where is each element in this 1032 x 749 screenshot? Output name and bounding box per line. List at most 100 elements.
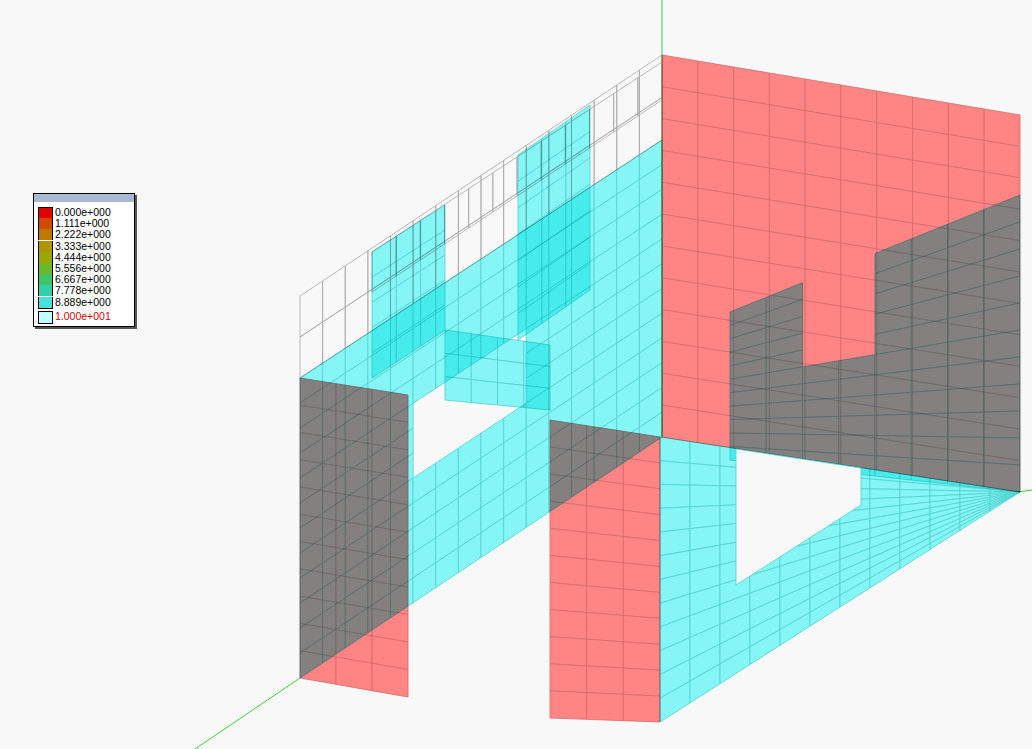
mesh-cell [948, 336, 984, 366]
mesh-cell [436, 548, 459, 588]
mesh-cell [445, 330, 471, 357]
mesh-cell [734, 194, 770, 232]
mesh-cell [550, 501, 587, 532]
mesh-cell [769, 232, 805, 269]
mesh-cell [662, 87, 698, 125]
mesh-cell [639, 55, 662, 112]
legend-row: 2.222e+000 [34, 229, 134, 240]
mesh-cell [336, 657, 372, 691]
mesh-cell [805, 237, 841, 274]
mesh-cell [877, 91, 913, 129]
legend-value: 5.556e+000 [55, 262, 111, 274]
mesh-cell [841, 275, 877, 312]
mesh-cell [769, 168, 805, 206]
mesh-cell [550, 691, 587, 719]
mesh-cell [913, 192, 949, 229]
mesh-cell [698, 220, 734, 258]
mesh-cell [839, 395, 875, 416]
mesh-cell [623, 510, 660, 540]
mesh-cell [623, 589, 660, 618]
mesh-cell [698, 411, 734, 448]
mesh-cell [550, 474, 587, 506]
mesh-cell [698, 284, 734, 321]
mesh-cell [734, 226, 770, 264]
mesh-cell [660, 485, 690, 509]
mesh-cell [300, 651, 336, 685]
mesh-cell [469, 173, 493, 228]
mesh-cell [911, 413, 947, 437]
mesh-cell [524, 341, 550, 366]
mesh-cell [662, 246, 698, 284]
mesh-cell [662, 342, 698, 379]
mesh-cell [766, 384, 802, 404]
legend-value: 7.778e+000 [55, 284, 111, 296]
mesh-cell [698, 93, 734, 131]
mesh-cell [805, 79, 841, 117]
legend-row: 1.000e+001 [34, 311, 134, 322]
mesh-cell [805, 301, 841, 338]
mesh-cell [698, 188, 734, 226]
mesh-cell [841, 243, 877, 280]
mesh-cell [498, 338, 524, 364]
mesh-cell [445, 189, 469, 244]
mesh-cell [805, 174, 841, 212]
color-legend: 0.000e+0001.111e+0002.222e+0003.333e+000… [33, 193, 135, 327]
mesh-cell [805, 111, 841, 149]
legend-value: 6.667e+000 [55, 273, 111, 285]
mesh-cell [623, 615, 660, 644]
mesh-cell [810, 595, 840, 626]
legend-swatch [38, 311, 53, 324]
legend-swatch [38, 285, 53, 296]
mesh-cell [587, 559, 624, 589]
mesh-cell [662, 55, 698, 93]
legend-swatch [38, 297, 53, 309]
mesh-cell [662, 310, 698, 347]
mesh-cell [769, 136, 805, 174]
mesh-cell [841, 85, 877, 123]
mesh-cell [623, 642, 660, 670]
mesh-cell [300, 281, 323, 337]
mesh-cell [550, 610, 587, 640]
mesh-cell [698, 315, 734, 352]
legend-row: 8.889e+000 [34, 297, 134, 308]
legend-value: 8.889e+000 [55, 296, 111, 308]
lintel [445, 330, 550, 410]
mesh-cell [660, 437, 690, 463]
mesh-cell [660, 507, 690, 532]
mesh-cell [587, 452, 624, 484]
mesh-cell [900, 482, 930, 491]
mesh-cell [984, 330, 1020, 361]
back-wall [662, 55, 1020, 492]
mesh-cell [660, 681, 690, 722]
mesh-cell [623, 537, 660, 567]
mesh-cell [698, 347, 734, 384]
mesh-cell [587, 506, 624, 537]
mesh-cell [877, 123, 913, 160]
mesh-cell [698, 125, 734, 163]
mesh-cell [638, 62, 662, 116]
mesh-cell [875, 392, 911, 415]
legend-value: 0.000e+000 [55, 206, 111, 218]
legend-value: 1.111e+000 [55, 217, 109, 229]
mesh-cell [445, 353, 471, 379]
mesh-cell [766, 434, 802, 451]
mesh-cell [587, 586, 624, 616]
mesh-cell [911, 436, 947, 460]
mesh-cell [550, 528, 587, 559]
mesh-cell [730, 419, 766, 434]
legend-row: 5.556e+000 [34, 263, 134, 274]
mesh-cell [839, 375, 875, 398]
mesh-cell [662, 182, 698, 220]
mesh-cell [471, 334, 497, 360]
mesh-cell [930, 484, 960, 491]
mesh-cell [870, 479, 900, 490]
mesh-cell [662, 405, 698, 442]
mesh-cell [662, 278, 698, 316]
mesh-cell [504, 503, 527, 543]
mesh-cell [498, 360, 524, 385]
mesh-cell [870, 561, 900, 588]
mesh-cell [734, 258, 770, 295]
mesh-cell [623, 458, 660, 489]
mesh-cell [840, 578, 870, 607]
